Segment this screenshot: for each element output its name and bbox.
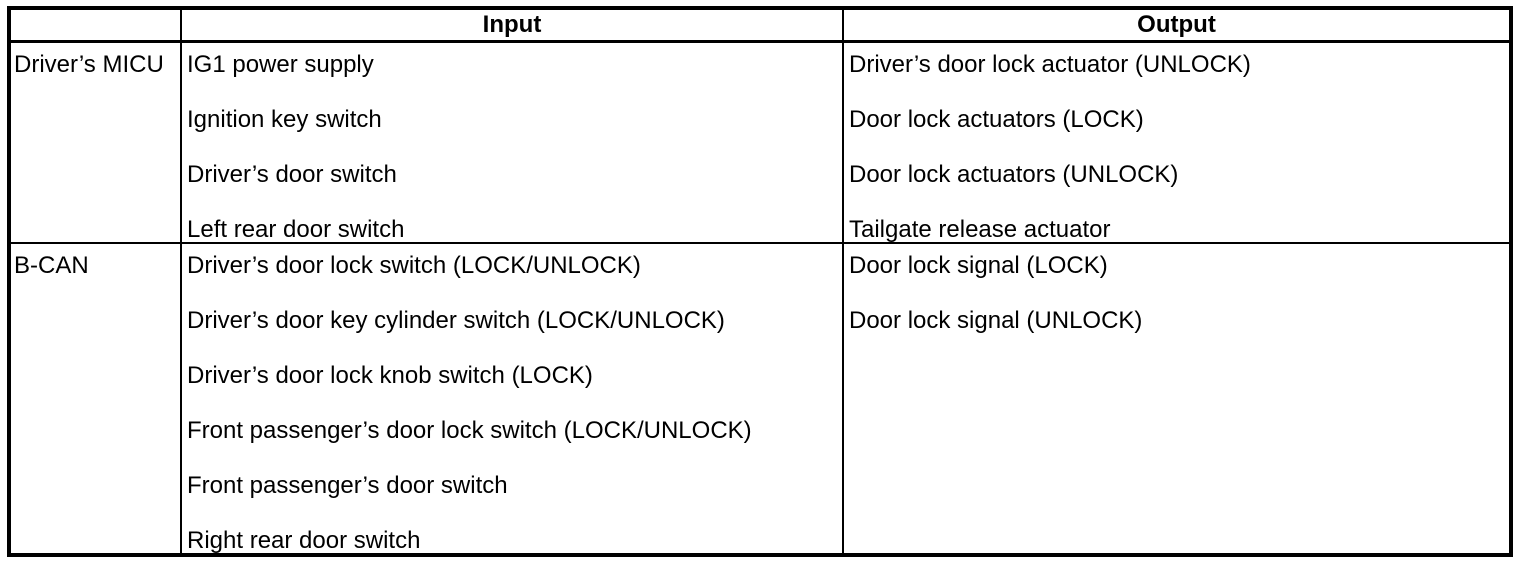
header-source-cell: [8, 7, 182, 43]
input-cell: Driver’s door lock switch (LOCK/UNLOCK) …: [180, 242, 844, 556]
table-row-drivers-micu: Driver’s MICU IG1 power supply Ignition …: [8, 40, 1512, 244]
input-item: Ignition key switch: [187, 106, 382, 133]
input-item: Driver’s door lock knob switch (LOCK): [187, 362, 593, 389]
output-item: Tailgate release actuator: [849, 216, 1111, 243]
input-item: Right rear door switch: [187, 527, 421, 554]
output-item: Door lock signal (LOCK): [849, 252, 1108, 279]
header-input-cell: Input: [180, 7, 844, 43]
output-item: Door lock actuators (LOCK): [849, 106, 1144, 133]
output-item: Driver’s door lock actuator (UNLOCK): [849, 51, 1251, 78]
row-label-cell: B-CAN: [8, 242, 182, 556]
output-item: Door lock actuators (UNLOCK): [849, 161, 1179, 188]
input-cell: IG1 power supply Ignition key switch Dri…: [180, 40, 844, 244]
input-item: Front passenger’s door switch: [187, 472, 508, 499]
output-item: Door lock signal (UNLOCK): [849, 307, 1143, 334]
input-output-table: Input Output Driver’s MICU IG1 power sup…: [7, 6, 1513, 557]
input-item: IG1 power supply: [187, 51, 374, 78]
input-item: Front passenger’s door lock switch (LOCK…: [187, 417, 752, 444]
row-label: Driver’s MICU: [14, 51, 164, 78]
row-label-cell: Driver’s MICU: [8, 40, 182, 244]
input-item: Driver’s door lock switch (LOCK/UNLOCK): [187, 252, 641, 279]
input-item: Left rear door switch: [187, 216, 405, 243]
input-item: Driver’s door key cylinder switch (LOCK/…: [187, 307, 725, 334]
table-header-row: Input Output: [8, 7, 1512, 43]
input-item: Driver’s door switch: [187, 161, 397, 188]
table-row-b-can: B-CAN Driver’s door lock switch (LOCK/UN…: [8, 242, 1512, 556]
row-label: B-CAN: [14, 252, 89, 279]
header-output-cell: Output: [842, 7, 1512, 43]
output-cell: Driver’s door lock actuator (UNLOCK) Doo…: [842, 40, 1512, 244]
output-cell: Door lock signal (LOCK) Door lock signal…: [842, 242, 1512, 556]
